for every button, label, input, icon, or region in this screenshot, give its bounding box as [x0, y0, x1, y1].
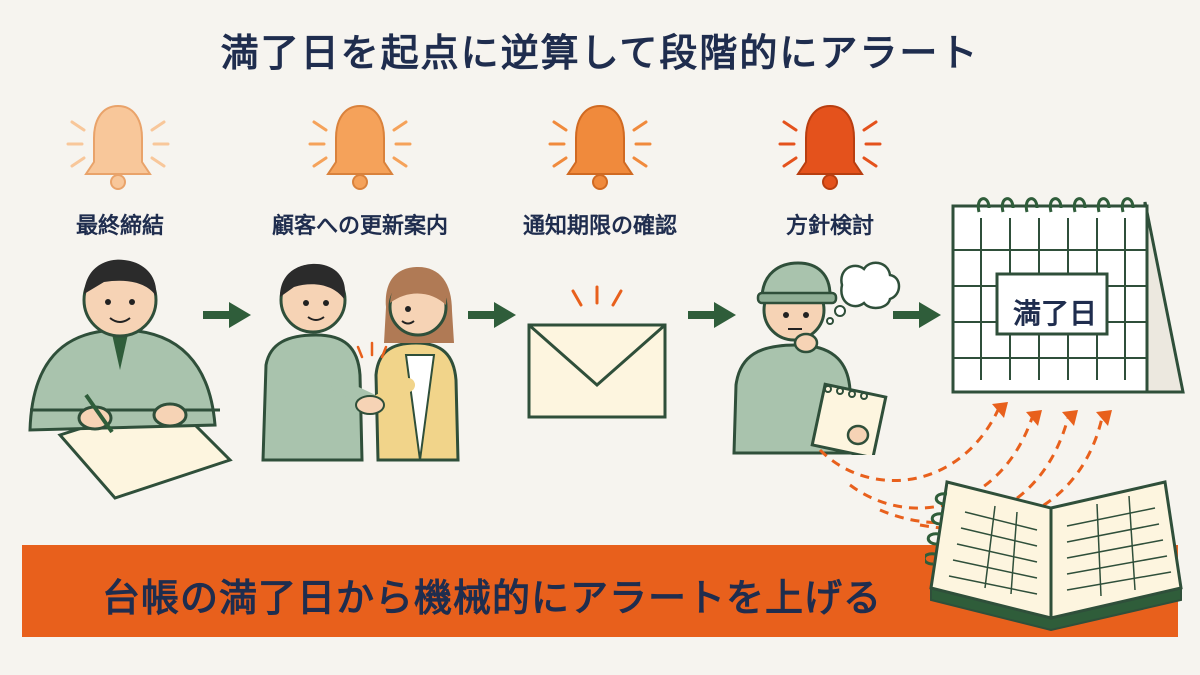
flow-arrow-icon — [203, 302, 251, 328]
expiry-date-label: 満了日 — [1012, 297, 1097, 330]
bell-icon-step-1 — [66, 104, 170, 190]
banner-text: 台帳の満了日から機械的にアラートを上げる — [102, 576, 883, 620]
envelope-icon — [527, 285, 667, 419]
bell-icon-step-3 — [548, 104, 652, 190]
page-title: 満了日を起点に逆算して段階的にアラート — [220, 31, 980, 75]
step-label-policy-review: 方針検討 — [785, 214, 874, 239]
flow-arrow-icon — [688, 302, 736, 328]
flow-arrow-icon — [468, 302, 516, 328]
bell-icon-step-4 — [778, 104, 882, 190]
handshake-illustration — [261, 263, 460, 462]
step-label-renewal-notice: 顧客への更新案内 — [271, 214, 448, 239]
bell-icon-step-2 — [308, 104, 412, 190]
ledger-book-icon — [925, 480, 1183, 632]
step-label-deadline-check: 通知期限の確認 — [522, 214, 677, 239]
worker-signing-illustration — [28, 259, 233, 500]
flow-arrow-icon — [893, 302, 941, 328]
step-label-final-contract: 最終締結 — [75, 214, 164, 239]
thinking-worker-illustration — [732, 261, 901, 455]
calendar-icon — [951, 197, 1185, 394]
